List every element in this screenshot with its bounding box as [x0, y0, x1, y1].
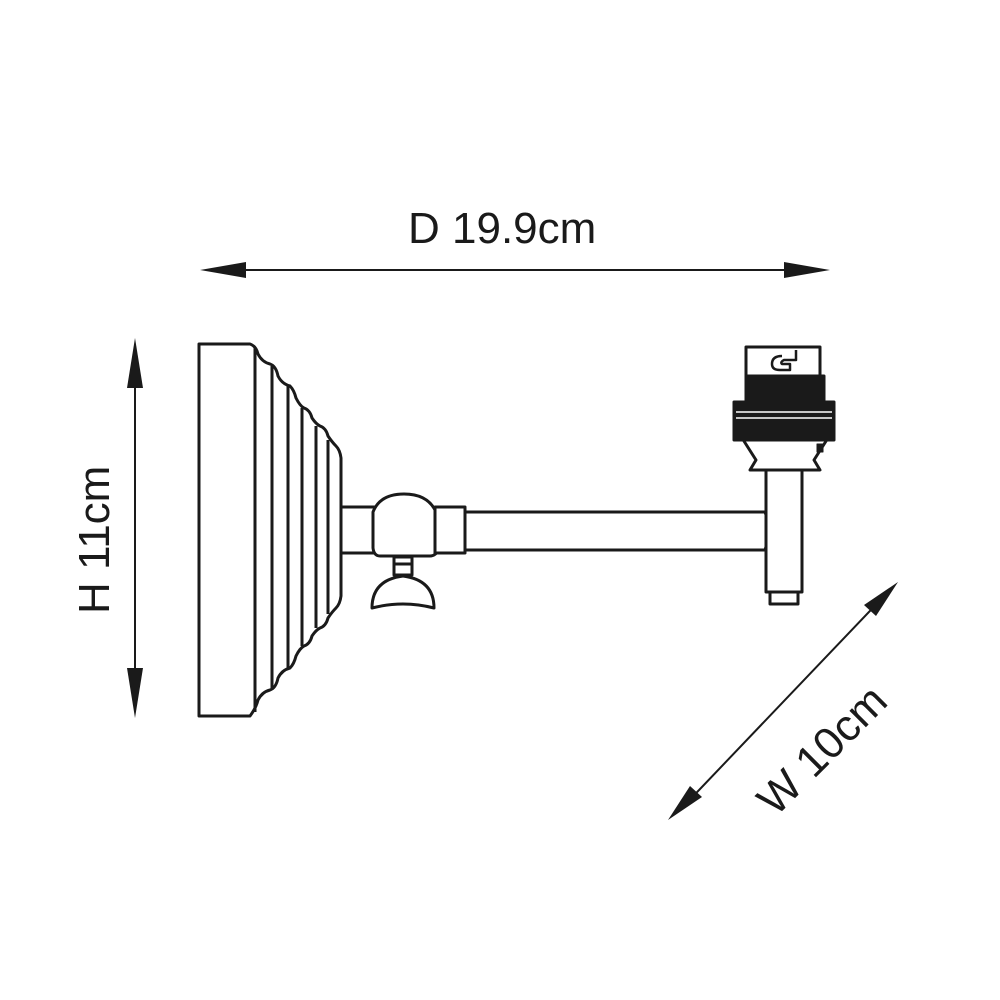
stem-cap [768, 590, 800, 606]
height-label: H 11cm [70, 465, 119, 614]
lampholder [732, 345, 836, 453]
thumbscrew-icon [370, 555, 436, 610]
height-dimension-arrow [127, 338, 143, 718]
width-dimension-arrow [668, 582, 898, 820]
wall-backplate [197, 342, 343, 718]
plate-stub [339, 505, 378, 555]
depth-dimension-arrow [200, 262, 830, 278]
knuckle-joint [371, 492, 467, 558]
depth-label: D 19.9cm [408, 204, 597, 253]
lampholder-neck [740, 436, 830, 472]
swing-arm [463, 510, 770, 552]
stem [764, 466, 804, 594]
